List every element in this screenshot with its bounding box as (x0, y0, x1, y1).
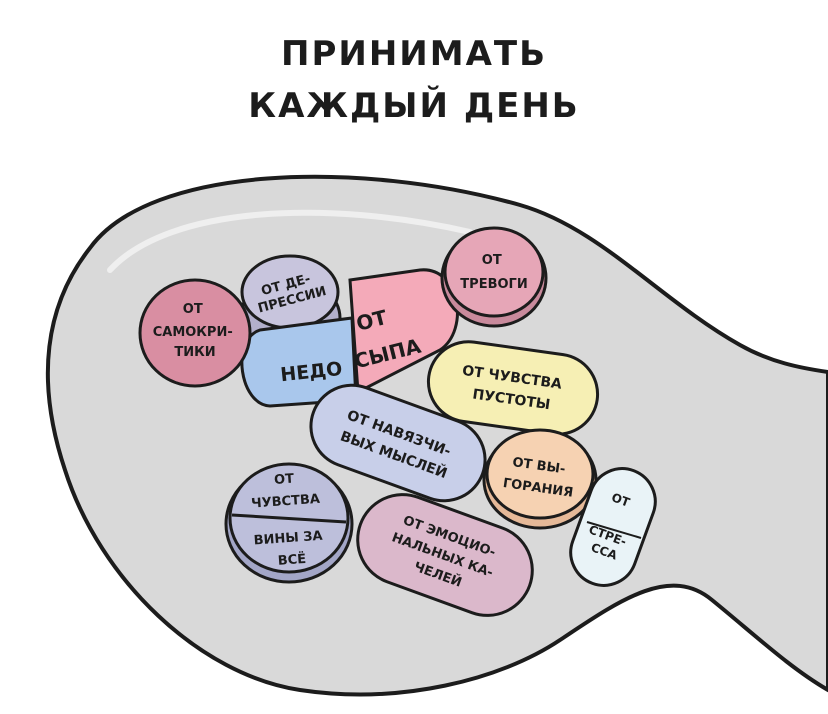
pill-anxiety: ОТ ТРЕВОГИ (440, 226, 548, 328)
pill-emotional-swings: ОТ ЭМОЦИО- НАЛЬНЫХ КА- ЧЕЛЕЙ (356, 493, 534, 617)
pill-label: ОТ (482, 253, 502, 268)
title-line-1: ПРИНИМАТЬ (281, 34, 547, 74)
pill-obsessive-thoughts: ОТ НАВЯЗЧИ- ВЫХ МЫСЛЕЙ (309, 383, 487, 503)
pill-burnout: ОТ ВЫ- ГОРАНИЯ (482, 428, 598, 530)
svg-text:ОТ ТРЕВОГИ: ОТ ТРЕВОГИ (460, 253, 527, 292)
pill-stress: ОТ СТРЕ- ССА (569, 467, 657, 587)
pill-label: ЧУВСТВА (251, 492, 321, 512)
svg-text:ОТ САМОКРИ- ТИКИ: ОТ САМОКРИ- ТИКИ (153, 302, 238, 360)
pill-label: ОТ (183, 302, 203, 317)
title-line-2: КАЖДЫЙ ДЕНЬ (248, 86, 580, 126)
pill-sleep-pink-half: ОТ СЫПА (348, 268, 459, 395)
pill-label: ТРЕВОГИ (460, 277, 527, 292)
pill-label: ОТ (610, 490, 633, 510)
pill-label: ВИНЫ ЗА (253, 529, 323, 549)
pill-label: САМОКРИ- (153, 325, 233, 340)
pill-label: ОТ (274, 472, 295, 488)
spoon-highlight (107, 209, 473, 273)
pill-self-criticism: ОТ САМОКРИ- ТИКИ (138, 278, 252, 388)
pill-label: ОТ ВЫ- (511, 455, 566, 477)
pill-guilt: ОТ ЧУВСТВА ВИНЫ ЗА ВСЁ (224, 462, 354, 584)
svg-text:ОТ ЧУВСТВА ВИНЫ ЗА: ОТ ЧУВСТВА ВИНЫ ЗА ВСЁ (249, 470, 329, 571)
pill-emptiness: ОТ ЧУВСТВА ПУСТОТЫ (426, 340, 600, 436)
pill-label: ТИКИ (174, 345, 215, 360)
pill-label: ВСЁ (277, 551, 306, 569)
